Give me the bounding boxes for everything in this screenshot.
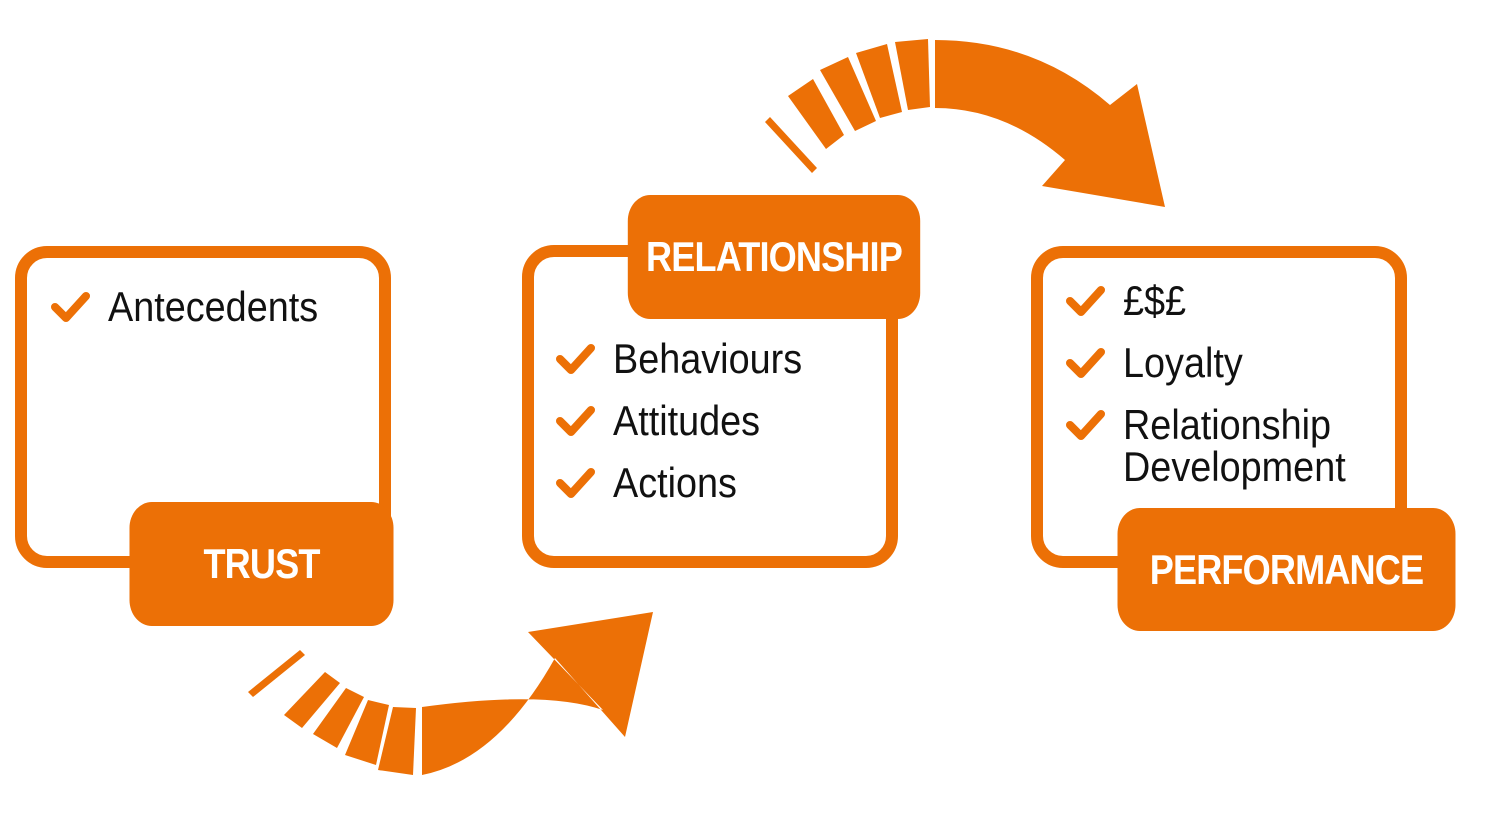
list-item: £$£ xyxy=(1065,280,1423,322)
list-item: Actions xyxy=(555,462,823,504)
item-label: Antecedents xyxy=(108,283,319,330)
trust-title-text: TRUST xyxy=(203,540,320,587)
relationship-title-text: RELATIONSHIP xyxy=(646,233,903,280)
item-label: Behaviours xyxy=(613,335,803,382)
list-item: Antecedents xyxy=(50,286,342,328)
list-item: Relationship Development xyxy=(1065,404,1423,488)
performance-title: PERFORMANCE xyxy=(1117,508,1456,631)
item-label: £$£ xyxy=(1123,277,1187,324)
list-item: Attitudes xyxy=(555,400,823,442)
item-label: Loyalty xyxy=(1123,339,1243,386)
checkmark-icon xyxy=(1066,286,1105,316)
item-label: Actions xyxy=(613,459,737,506)
checkmark-icon xyxy=(1066,348,1105,378)
curved-arrow-icon xyxy=(765,39,1165,207)
checkmark-icon xyxy=(556,406,595,436)
relationship-list: Behaviours Attitudes Actions xyxy=(555,338,823,504)
performance-list: £$£ Loyalty Relationship Development xyxy=(1065,280,1423,488)
trust-title: TRUST xyxy=(129,502,394,626)
list-item: Behaviours xyxy=(555,338,823,380)
list-item: Loyalty xyxy=(1065,342,1423,384)
checkmark-icon xyxy=(1066,410,1105,440)
trust-list: Antecedents xyxy=(50,286,342,328)
curved-arrow-icon xyxy=(248,612,653,775)
checkmark-icon xyxy=(556,468,595,498)
item-label: Attitudes xyxy=(613,397,761,444)
checkmark-icon xyxy=(51,292,90,322)
relationship-title: RELATIONSHIP xyxy=(627,195,921,319)
checkmark-icon xyxy=(556,344,595,374)
performance-title-text: PERFORMANCE xyxy=(1149,545,1424,593)
item-label: Relationship Development xyxy=(1123,401,1346,490)
